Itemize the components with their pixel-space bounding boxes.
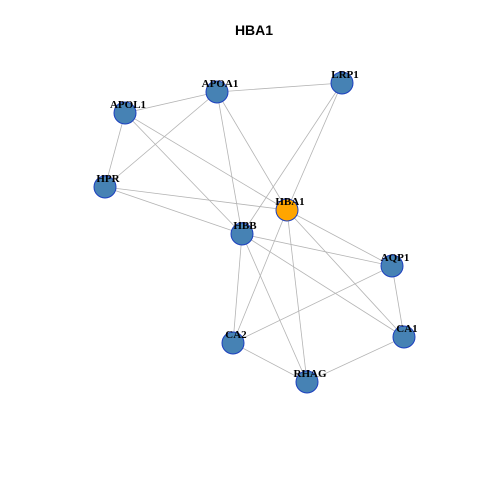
node-apoa1[interactable] (205, 80, 229, 104)
edge-hpr-hbb (104, 186, 243, 235)
node-ca2[interactable] (221, 331, 245, 355)
edge-aqp1-ca1 (391, 265, 405, 338)
node-label-ca2: CA2 (225, 329, 247, 341)
node-apol1[interactable] (113, 101, 137, 125)
node-ca1[interactable] (392, 325, 416, 349)
node-aqp1[interactable] (380, 254, 404, 278)
edge-layer (104, 82, 405, 383)
diagram-title: HBA1 (235, 22, 273, 38)
edge-hba1-ca1 (286, 209, 405, 338)
edge-apoa1-hbb (216, 91, 243, 235)
node-label-rhag: RHAG (294, 368, 327, 380)
node-layer (93, 71, 416, 394)
edge-lrp1-hbb (241, 82, 343, 235)
node-hba1[interactable] (275, 198, 299, 222)
edge-lrp1-hba1 (286, 82, 343, 211)
edge-apol1-hbb (124, 112, 243, 235)
edge-hba1-ca2 (232, 209, 288, 344)
node-label-hpr: HPR (96, 173, 120, 185)
edge-hpr-hba1 (104, 186, 288, 211)
node-lrp1[interactable] (330, 71, 354, 95)
edge-apoa1-lrp1 (216, 82, 343, 93)
node-hpr[interactable] (93, 175, 117, 199)
edge-apoa1-hba1 (216, 91, 288, 211)
edge-hbb-aqp1 (241, 233, 393, 267)
node-label-aqp1: AQP1 (381, 252, 410, 264)
edge-apoa1-hpr (104, 91, 218, 188)
node-hbb[interactable] (230, 222, 254, 246)
node-label-apoa1: APOA1 (202, 78, 239, 90)
edge-apol1-hba1 (124, 112, 288, 211)
edge-ca2-rhag (232, 342, 308, 383)
edge-ca1-rhag (306, 336, 405, 383)
node-label-lrp1: LRP1 (331, 69, 359, 81)
edge-apol1-apoa1 (124, 91, 218, 114)
node-label-hba1: HBA1 (275, 196, 304, 208)
node-rhag[interactable] (295, 370, 319, 394)
edge-hbb-ca2 (232, 233, 243, 344)
edge-aqp1-ca2 (232, 265, 393, 344)
edge-hbb-rhag (241, 233, 308, 383)
edge-hba1-rhag (286, 209, 308, 383)
node-label-hbb: HBB (233, 220, 257, 232)
edge-hba1-aqp1 (286, 209, 393, 267)
edge-hbb-ca1 (241, 233, 405, 338)
node-label-ca1: CA1 (396, 323, 417, 335)
node-label-apol1: APOL1 (110, 99, 146, 111)
edge-apol1-hpr (104, 112, 126, 188)
